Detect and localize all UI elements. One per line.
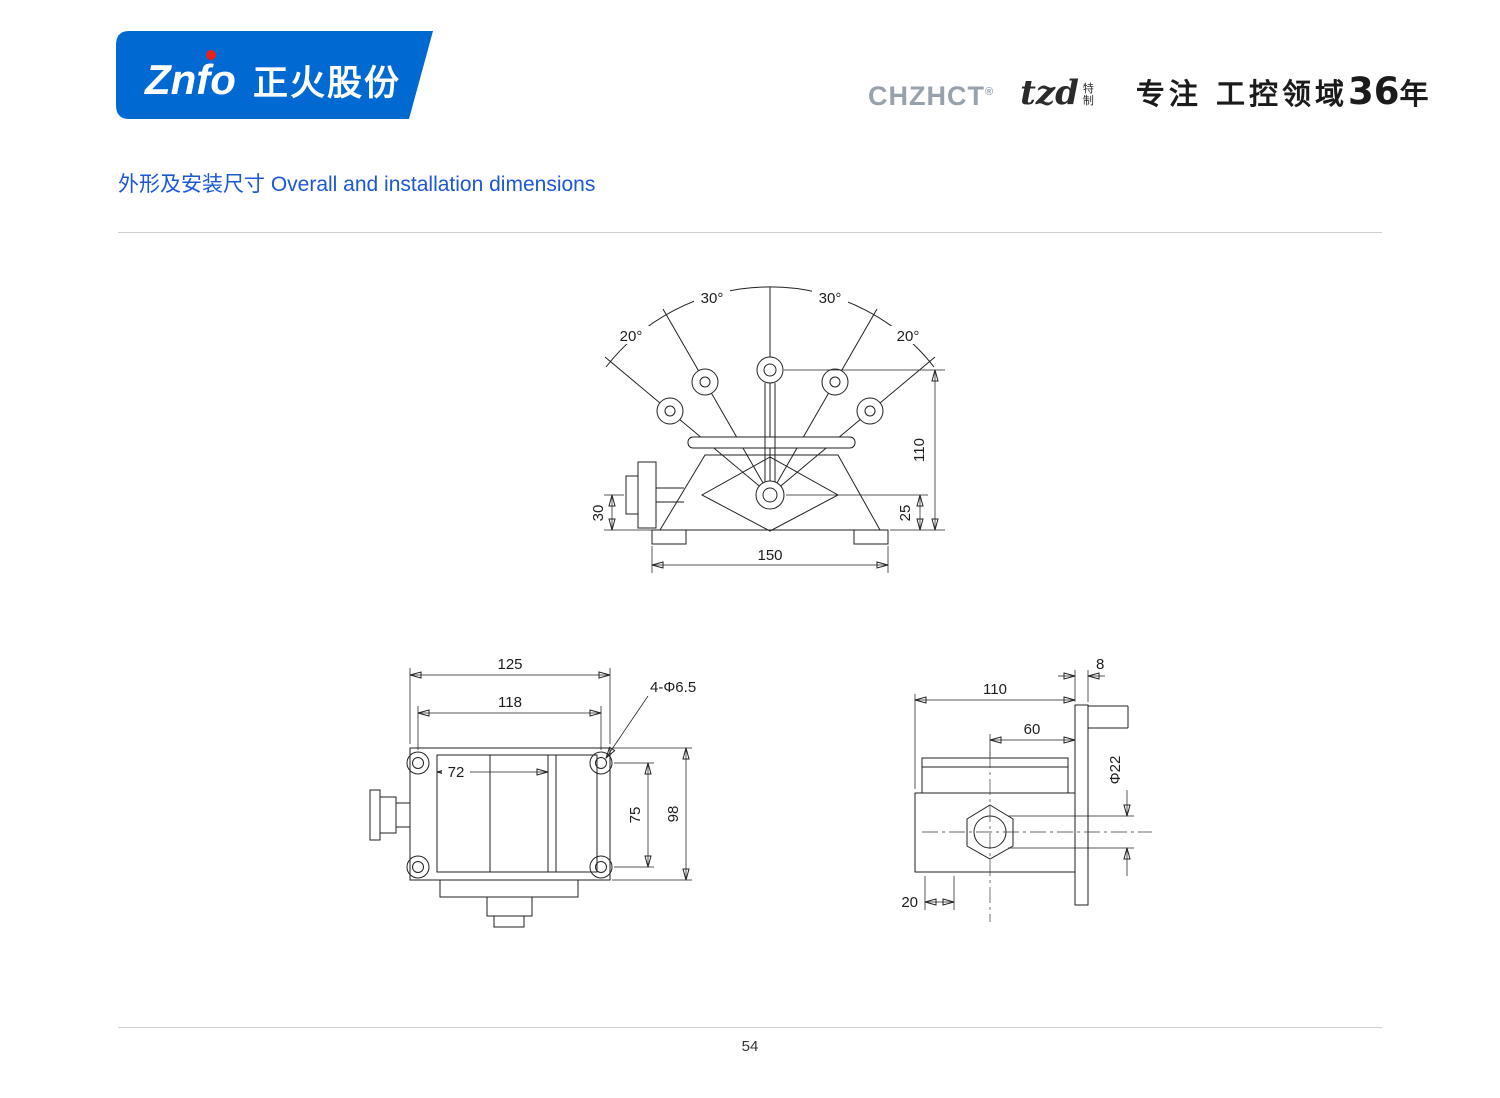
angle-label-right-outer: 20° [897, 328, 920, 345]
side-view-dimensions: 8 110 60 Φ22 20 [901, 656, 1134, 911]
dim-foot-offset: 20 [901, 894, 918, 911]
slogan-suffix: 年 [1399, 77, 1433, 111]
logo-text-en: Znfo [144, 56, 236, 103]
dim-total-height: 110 [911, 438, 928, 462]
dim-holes-callout: 4-Φ6.5 [650, 679, 696, 696]
dim-side-overall-width: 110 [983, 681, 1007, 698]
plunger-side [369, 789, 410, 841]
dim-flange-thickness: 8 [1096, 656, 1104, 673]
dim-lever-height: 30 [590, 505, 607, 522]
logo-red-dot-icon [206, 50, 216, 60]
angle-label-right-inner: 30° [819, 290, 842, 307]
angle-label-left-inner: 30° [701, 290, 724, 307]
housing-outline [406, 747, 613, 881]
dim-center-to-flange: 60 [1024, 721, 1041, 738]
angle-labels: 30° 30° 20° 20° [613, 288, 926, 345]
slogan-prefix: 专注 工控领域 [1135, 77, 1348, 111]
brand-tzd: tzd [1020, 73, 1079, 113]
top-view-drawing: 125 118 72 4-Φ6.5 75 98 [369, 656, 696, 928]
brand-tag-top: 特 [1082, 83, 1094, 95]
mounting-hole [595, 757, 607, 769]
logo-banner: Znfo 正火股份 [116, 31, 433, 119]
header-brands: CHZHCT® tzd 特 制 专注 工控领域36年 [868, 58, 1433, 110]
registered-mark: ® [984, 86, 995, 98]
dim-hole-spacing-v: 75 [627, 807, 644, 824]
dim-overall-height: 98 [665, 806, 682, 823]
dim-overall-width: 125 [497, 656, 522, 673]
brand-chzhct-text: CHZHCT [868, 81, 985, 111]
mounting-flange [1074, 704, 1089, 906]
page-number: 54 [741, 1038, 759, 1055]
page-title: 外形及安装尺寸 Overall and installation dimensi… [118, 173, 596, 196]
top-divider [118, 232, 1382, 233]
side-view-drawing: 8 110 60 Φ22 20 [901, 656, 1152, 922]
dim-hole-spacing-h: 118 [498, 694, 522, 711]
header-slogan: 专注 工控领域36年 [1136, 73, 1433, 110]
switch-body [651, 383, 889, 545]
front-view-drawing: 30° 30° 20° 20° [590, 286, 945, 573]
mounting-hole [595, 861, 607, 873]
mounting-hole [412, 861, 424, 873]
brand-tzd-tags: 特 制 [1083, 83, 1094, 110]
logo-banner-shape [116, 31, 433, 119]
base-steps [439, 879, 579, 928]
top-view-dimensions: 125 118 72 4-Φ6.5 75 98 [410, 656, 696, 880]
mounting-hole [412, 757, 424, 769]
dim-base-width: 150 [757, 547, 782, 564]
lever-position-lines [604, 286, 936, 496]
centerlines [922, 752, 1152, 922]
front-view-dimensions: 110 30 25 150 [590, 370, 945, 573]
brand-chzhct: CHZHCT® [868, 83, 994, 110]
dim-inner-width: 72 [448, 764, 465, 781]
angle-label-left-outer: 20° [620, 328, 643, 345]
plunger [625, 461, 684, 529]
dim-base-height: 25 [897, 505, 914, 522]
slogan-number: 36 [1348, 70, 1400, 113]
side-body [914, 704, 1129, 906]
logo-text-cn: 正火股份 [253, 64, 401, 103]
dim-shaft-diameter: Φ22 [1107, 756, 1124, 785]
bottom-divider [118, 1027, 1382, 1028]
brand-tag-bottom: 制 [1082, 95, 1094, 107]
lever-knobs [656, 356, 884, 425]
